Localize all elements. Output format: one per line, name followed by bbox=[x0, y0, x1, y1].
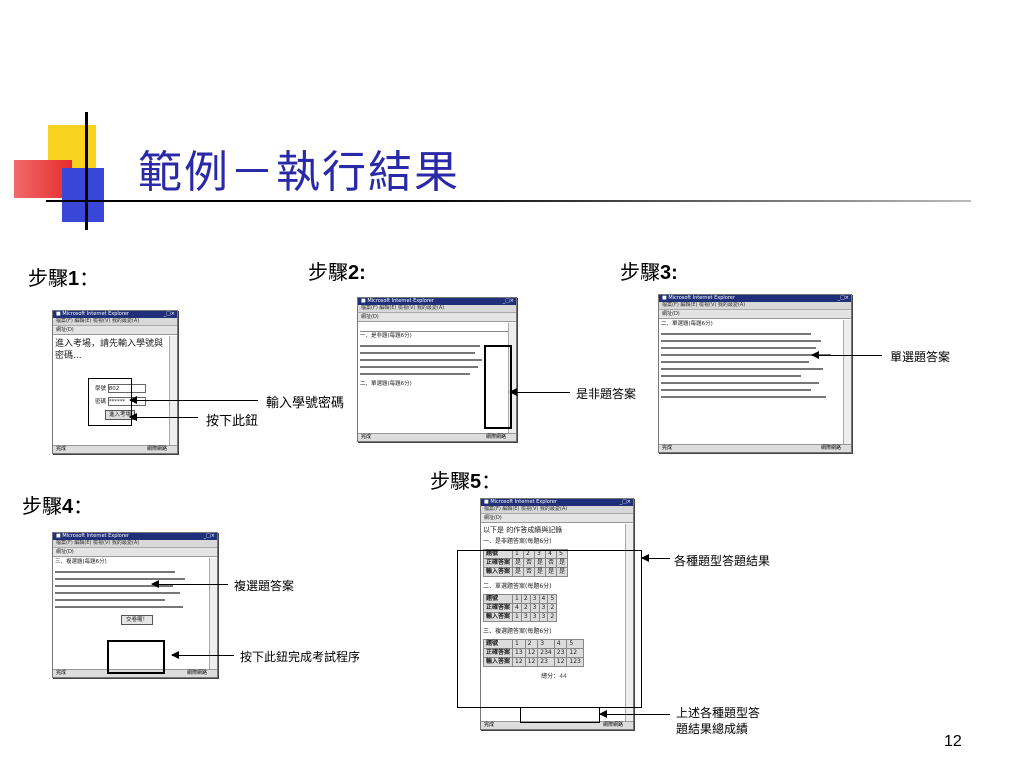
total-score: 總分：44 bbox=[541, 673, 567, 680]
anno-sc-answer: 單選題答案 bbox=[890, 350, 951, 364]
tf-result-title: 一、是非題答案(每題6分) bbox=[483, 538, 552, 545]
row-label: 輸入答案 bbox=[482, 612, 514, 622]
menu-bar[interactable]: 檔案(F) 編輯(E) 檢視(V) 我的最愛(A) bbox=[53, 540, 217, 548]
slide-title: 範例－執行結果 bbox=[138, 147, 460, 198]
step1-label: 步驟1： bbox=[28, 266, 100, 290]
scrollbar[interactable] bbox=[508, 323, 516, 433]
sc-section-title: 二、單選題(每題6分) bbox=[360, 381, 412, 387]
scrollbar[interactable] bbox=[843, 320, 851, 444]
scrollbar[interactable] bbox=[209, 558, 217, 669]
window-titlebar: ■ Microsoft Internet Explorer_□× bbox=[53, 311, 177, 318]
step5-label: 步驟5： bbox=[430, 469, 502, 493]
step2-label: 步驟2: bbox=[308, 260, 366, 284]
tf-answer-highlight-box bbox=[484, 345, 512, 429]
tf-section-title: 一、是非題(每題6分) bbox=[360, 333, 412, 339]
mc-result-title: 三、複選題答案(每題6分) bbox=[483, 628, 552, 635]
id-input[interactable]: 802 bbox=[107, 384, 146, 393]
login-heading: 進入考場，請先輸入學號與密碼... bbox=[55, 339, 164, 361]
step3-browser-window: ■ Microsoft Internet Explorer_□× 檔案(F) 編… bbox=[658, 294, 852, 453]
address-bar[interactable]: 網址(D) bbox=[53, 326, 177, 335]
anno-press-to-finish: 按下此鈕完成考試程序 bbox=[240, 650, 361, 664]
login-highlight-box bbox=[88, 378, 132, 426]
menu-bar[interactable]: 檔案(F) 編輯(E) 檢視(V) 我的最愛(A) bbox=[659, 302, 851, 310]
login-form: 學號 802 密碼 ****** 進入考場 bbox=[95, 384, 146, 420]
submit-exam-button[interactable]: 交卷囉！ bbox=[121, 615, 154, 625]
mc-section-title: 三、複選題(每題6分) bbox=[55, 559, 107, 565]
arrow-to-submit bbox=[129, 413, 198, 421]
decor-vertical-line bbox=[85, 112, 88, 230]
result-heading: 以下是 的作答成績與記錄 bbox=[483, 526, 563, 534]
table-cell: 23 bbox=[537, 657, 555, 667]
sc-section-title: 二、單選題(每題6分) bbox=[661, 321, 713, 327]
pwd-input[interactable]: ****** bbox=[107, 397, 146, 406]
score-highlight-box bbox=[520, 707, 600, 723]
sc-result-title: 二、單選題答案(每題6分) bbox=[483, 583, 552, 590]
arrow-to-mc-answer bbox=[151, 580, 228, 588]
anno-press-button: 按下此鈕 bbox=[206, 414, 259, 429]
table-cell: 2 bbox=[547, 612, 558, 622]
student-info-line bbox=[360, 323, 508, 332]
table-cell: 123 bbox=[566, 657, 584, 667]
arrow-to-id-pwd bbox=[129, 396, 258, 404]
anno-tf-answer: 是非題答案 bbox=[576, 387, 637, 401]
menu-bar[interactable]: 檔案(F) 編輯(E) 檢視(V) 我的最愛(A) bbox=[53, 318, 177, 326]
status-bar: 完成網際網路 bbox=[358, 433, 516, 441]
address-bar[interactable]: 網址(D) bbox=[53, 548, 217, 557]
step5-browser-window: ■ Microsoft Internet Explorer_□× 檔案(F) 編… bbox=[480, 498, 634, 730]
arrow-to-results bbox=[641, 554, 670, 562]
window-titlebar: ■ Microsoft Internet Explorer_□× bbox=[358, 298, 516, 305]
arrow-to-submit-exam bbox=[171, 651, 234, 659]
step1-browser-window: ■ Microsoft Internet Explorer_□× 檔案(F) 編… bbox=[52, 310, 178, 454]
pwd-label: 密碼 bbox=[95, 399, 107, 405]
address-bar[interactable]: 網址(D) bbox=[481, 514, 633, 523]
anno-total-score: 上述各種題型答題結果總成績 bbox=[676, 706, 761, 736]
id-label: 學號 bbox=[95, 386, 107, 392]
submit-highlight-box bbox=[107, 640, 165, 674]
arrow-to-sc-answer bbox=[811, 351, 882, 359]
status-bar: 完成網際網路 bbox=[659, 444, 851, 452]
status-bar: 完成網際網路 bbox=[481, 721, 633, 729]
row-label: 輸入答案 bbox=[482, 657, 514, 667]
address-bar[interactable]: 網址(D) bbox=[659, 310, 851, 319]
window-titlebar: ■ Microsoft Internet Explorer_□× bbox=[53, 533, 217, 540]
status-bar: 完成網際網路 bbox=[53, 445, 177, 453]
input-row: 輸入答案是否是是是 bbox=[482, 567, 569, 577]
window-titlebar: ■ Microsoft Internet Explorer_□× bbox=[481, 499, 633, 506]
step2-browser-window: ■ Microsoft Internet Explorer_□× 檔案(F) 編… bbox=[357, 297, 517, 442]
step4-browser-window: ■ Microsoft Internet Explorer_□× 檔案(F) 編… bbox=[52, 532, 218, 678]
results-highlight-box bbox=[457, 550, 642, 708]
menu-bar[interactable]: 檔案(F) 編輯(E) 檢視(V) 我的最愛(A) bbox=[358, 305, 516, 313]
arrow-to-tf-answer bbox=[509, 388, 570, 396]
step4-label: 步驟4： bbox=[22, 494, 94, 518]
menu-bar[interactable]: 檔案(F) 編輯(E) 檢視(V) 我的最愛(A) bbox=[481, 506, 633, 514]
step3-label: 步驟3: bbox=[620, 260, 678, 284]
address-bar[interactable]: 網址(D) bbox=[358, 313, 516, 322]
window-titlebar: ■ Microsoft Internet Explorer_□× bbox=[659, 295, 851, 302]
scrollbar[interactable] bbox=[625, 524, 633, 721]
arrow-to-score bbox=[599, 710, 670, 718]
anno-mc-answer: 複選題答案 bbox=[234, 579, 295, 593]
anno-each-type-result: 各種題型答題結果 bbox=[674, 554, 771, 568]
correct-row: 正確答案是否是否是 bbox=[482, 558, 569, 568]
decor-blue-square bbox=[62, 168, 104, 222]
page-number: 12 bbox=[944, 733, 962, 750]
title-underline bbox=[46, 200, 971, 202]
scrollbar[interactable] bbox=[169, 336, 177, 445]
anno-enter-id-pwd: 輸入學號密碼 bbox=[266, 396, 345, 411]
table-cell: 是 bbox=[556, 567, 569, 577]
